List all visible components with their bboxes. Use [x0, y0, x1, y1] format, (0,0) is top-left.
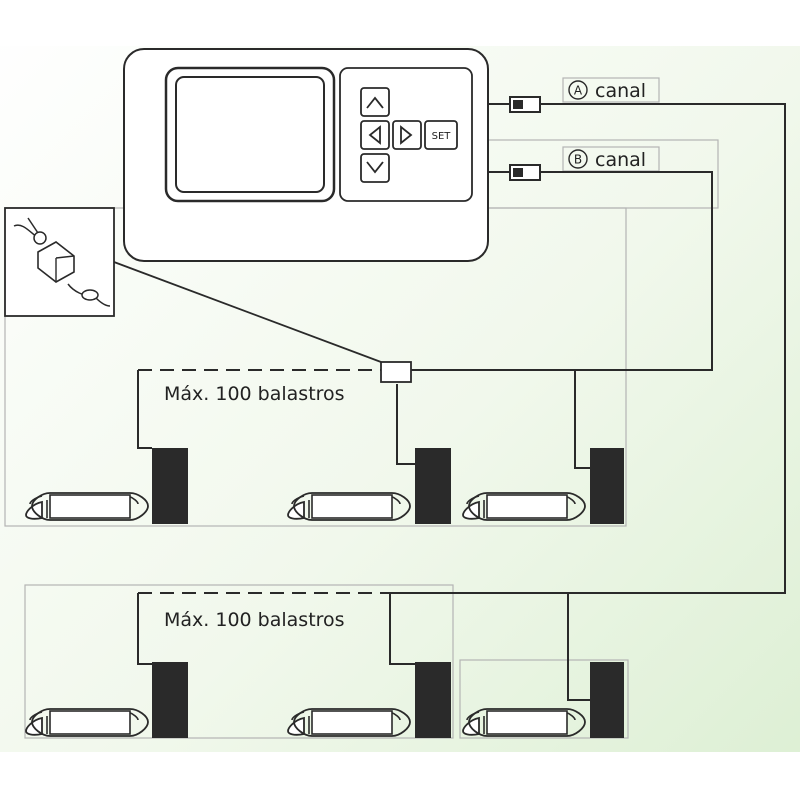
set-button[interactable]: SET: [424, 120, 458, 150]
ballast-3: [590, 448, 624, 524]
group-2-max-label: Máx. 100 balastros: [164, 609, 345, 631]
triangle-down-icon: [366, 161, 384, 174]
controller-unit: SET: [123, 48, 489, 262]
ballast-2: [415, 448, 451, 524]
down-button[interactable]: [360, 153, 390, 183]
wiring: [137, 103, 786, 701]
ballast-6: [590, 662, 624, 738]
junction-box: [380, 361, 412, 383]
channel-a-letter: A: [574, 84, 583, 98]
channel-a-label: A canal: [562, 77, 660, 103]
bottom-band: [0, 752, 800, 800]
connector-a: [488, 96, 541, 113]
connector-detail-inset: [4, 207, 115, 317]
top-band: [0, 0, 800, 46]
controller-screen: [164, 66, 336, 203]
triangle-left-icon: [368, 125, 381, 145]
up-button[interactable]: [360, 87, 390, 117]
ballasts: [152, 448, 624, 738]
set-button-label: SET: [432, 131, 452, 142]
ballast-1: [152, 448, 188, 524]
triangle-right-icon: [400, 125, 413, 145]
channel-b-text: canal: [595, 149, 646, 171]
left-button[interactable]: [360, 120, 390, 150]
detail-leader-line: [113, 261, 382, 363]
keypad-panel: [339, 67, 473, 202]
channel-b-letter: B: [574, 153, 582, 167]
ballast-4: [152, 662, 188, 738]
ballast-5: [415, 662, 451, 738]
right-button[interactable]: [392, 120, 422, 150]
group-1-max-label: Máx. 100 balastros: [164, 383, 345, 405]
channel-a-text: canal: [595, 80, 646, 102]
channel-b-label: B canal: [562, 146, 660, 172]
triangle-up-icon: [366, 96, 384, 109]
